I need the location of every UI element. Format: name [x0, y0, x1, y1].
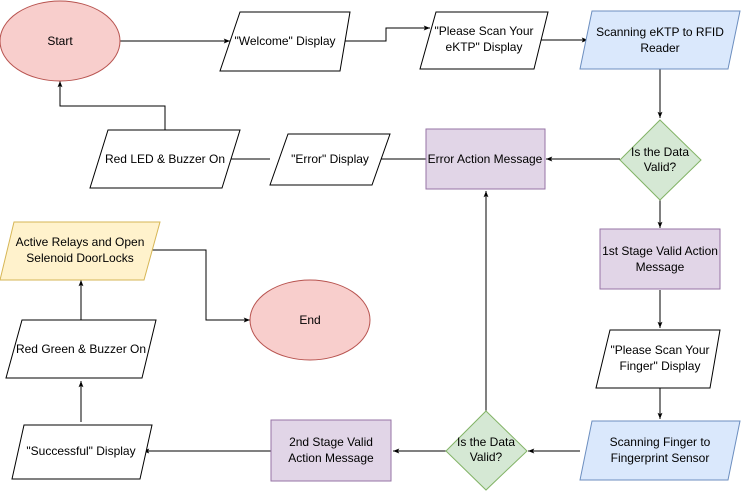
scan-prompt-label-line1: "Please Scan Your	[435, 24, 534, 38]
node-start: Start	[0, 0, 121, 82]
successful-io-shape	[11, 424, 153, 480]
node-end: End	[249, 279, 371, 361]
node-stage1-valid-action: 1st Stage Valid Action Message	[599, 228, 721, 290]
node-active-relays: Active Relays and Open Selenoid DoorLock…	[0, 221, 161, 281]
stage2-label-line1: 2nd Stage Valid	[289, 435, 373, 449]
red-led-label: Red LED & Buzzer On	[105, 152, 225, 166]
error-display-io-shape	[269, 133, 391, 186]
stage1-label-line2: Message	[636, 260, 685, 274]
stage1-label-line1: 1st Stage Valid Action	[602, 244, 718, 258]
node-red-led-buzzer: Red LED & Buzzer On	[89, 129, 241, 189]
relays-label-line2: Selenoid DoorLocks	[26, 251, 133, 265]
node-welcome-display: "Welcome" Display	[219, 11, 351, 72]
finger-prompt-label-line1: "Please Scan Your	[611, 343, 710, 357]
valid1-label-line1: Is the Data	[631, 145, 689, 159]
scanning-finger-label-line2: Fingerprint Sensor	[611, 451, 710, 465]
node-valid-decision-1: Is the Data Valid?	[619, 119, 702, 201]
start-terminator-shape	[0, 0, 121, 82]
end-label: End	[299, 313, 320, 327]
valid2-label-line1: Is the Data	[457, 435, 515, 449]
scanning-ektp-label-line2: Reader	[640, 41, 679, 55]
edges	[57, 25, 663, 454]
node-successful-display: "Successful" Display	[11, 424, 153, 480]
scanning-finger-label-line1: Scanning Finger to	[610, 435, 711, 449]
red-led-io-shape	[89, 129, 241, 189]
relays-output-shape	[0, 221, 161, 281]
node-error-action-message: Error Action Message	[425, 128, 546, 190]
red-green-io-shape	[5, 319, 157, 379]
error-action-message-shape	[425, 128, 546, 190]
red-green-label: Red Green & Buzzer On	[16, 342, 146, 356]
welcome-label: "Welcome" Display	[235, 34, 336, 48]
scanning-ektp-label-line1: Scanning eKTP to RFID	[596, 25, 724, 39]
stage2-label-line2: Action Message	[288, 451, 374, 465]
stage1-message-shape	[599, 228, 721, 290]
welcome-io-shape	[219, 11, 351, 72]
valid2-decision-shape	[445, 410, 528, 491]
edge-red-led-to-start	[57, 81, 166, 130]
scanning-finger-process-shape	[579, 420, 741, 481]
edge-welcome-to-scan-prompt	[340, 25, 430, 42]
error-display-label: "Error" Display	[291, 152, 369, 166]
node-stage2-valid-action: 2nd Stage Valid Action Message	[270, 419, 392, 482]
node-valid-decision-2: Is the Data Valid?	[445, 410, 528, 491]
start-label: Start	[47, 34, 73, 48]
node-scanning-finger: Scanning Finger to Fingerprint Sensor	[579, 420, 741, 481]
scan-prompt-label-line2: eKTP" Display	[446, 40, 523, 54]
end-terminator-shape	[249, 279, 371, 361]
valid2-label-line2: Valid?	[470, 450, 503, 464]
finger-prompt-io-shape	[595, 329, 721, 389]
scan-prompt-io-shape	[419, 11, 549, 70]
edge-relays-to-end	[152, 249, 250, 323]
stage2-message-shape	[270, 419, 392, 482]
node-error-display: "Error" Display	[269, 133, 391, 186]
node-red-green-buzzer: Red Green & Buzzer On	[5, 319, 157, 379]
valid1-label-line2: Valid?	[644, 160, 677, 174]
error-action-label: Error Action Message	[428, 152, 543, 166]
relays-label-line1: Active Relays and Open	[16, 235, 145, 249]
node-scan-ektp-prompt: "Please Scan Your eKTP" Display	[419, 11, 549, 70]
node-finger-prompt: "Please Scan Your Finger" Display	[595, 329, 721, 389]
valid1-decision-shape	[619, 119, 702, 201]
finger-prompt-label-line2: Finger" Display	[620, 359, 701, 373]
node-scanning-ektp: Scanning eKTP to RFID Reader	[579, 10, 741, 70]
successful-label: "Successful" Display	[26, 444, 135, 458]
scanning-ektp-process-shape	[579, 10, 741, 70]
